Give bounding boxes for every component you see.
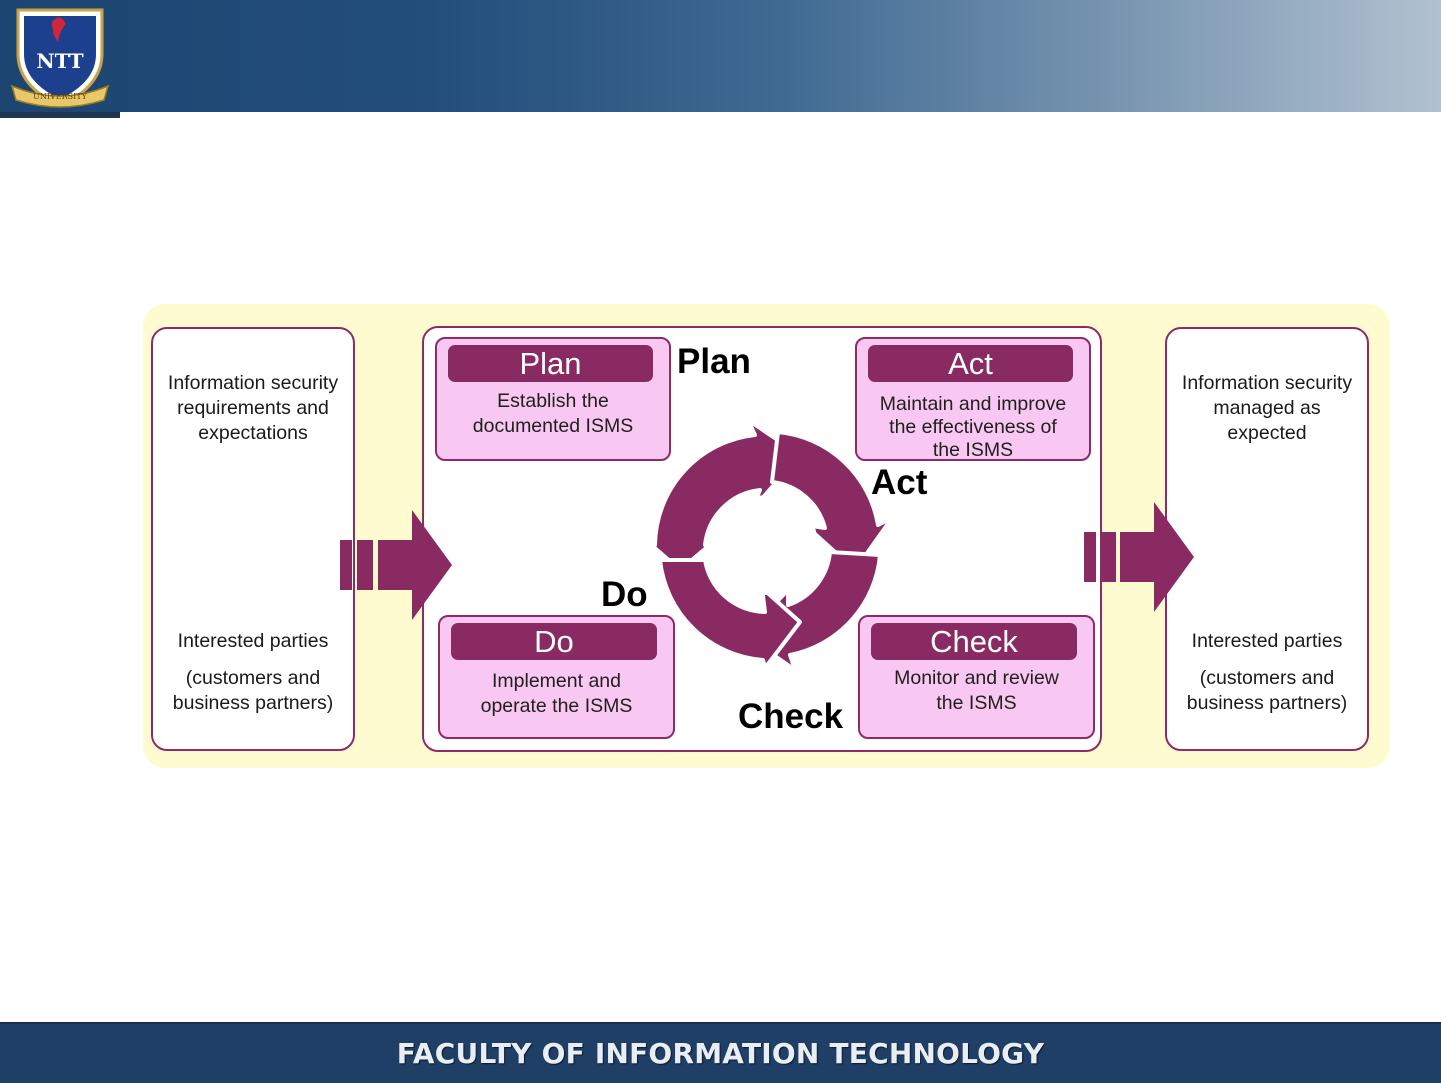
input-box: Information security requirements and ex… (151, 327, 355, 751)
logo-underline (0, 112, 120, 118)
do-card-title: Do (451, 623, 657, 660)
cycle-label-act: Act (871, 463, 928, 502)
faculty-title: FACULTY OF INFORMATION TECHNOLOGY (396, 1037, 1045, 1070)
cycle-label-check: Check (738, 697, 844, 736)
plan-card-description: Establish the documented ISMS (472, 390, 634, 437)
footer-bar: FACULTY OF INFORMATION TECHNOLOGY (0, 1022, 1441, 1083)
check-card-description: Monitor and review the ISMS (894, 667, 1059, 714)
cycle-label-do: Do (601, 575, 648, 614)
output-managed-text: Information security managed as expected (1181, 372, 1353, 444)
cycle-label-plan: Plan (677, 342, 751, 381)
output-flow-arrow (1084, 502, 1194, 612)
input-requirements-text: Information security requirements and ex… (167, 372, 339, 444)
input-parties-text: Interested parties (177, 630, 329, 652)
output-box: Information security managed as expected… (1165, 327, 1369, 751)
logo-monogram: NTT (36, 49, 83, 73)
plan-card: Plan Establish the documented ISMS (435, 337, 671, 461)
input-flow-arrow (340, 510, 452, 620)
do-card: Do Implement and operate the ISMS (438, 615, 675, 739)
act-card-description: Maintain and improve the effectiveness o… (879, 393, 1067, 461)
pdca-cycle-icon (638, 418, 894, 672)
check-card: Check Monitor and review the ISMS (858, 615, 1095, 739)
university-crest-icon: NTT UNIVERSITY (8, 2, 112, 114)
logo-ribbon-text: UNIVERSITY (33, 92, 88, 101)
check-card-title: Check (871, 623, 1077, 660)
act-card: Act Maintain and improve the effectivene… (855, 337, 1091, 461)
plan-card-title: Plan (448, 345, 653, 382)
output-customers-text: (customers and business partners) (1186, 667, 1348, 714)
cycle-center (718, 495, 818, 595)
output-parties-text: Interested parties (1191, 630, 1343, 652)
do-card-description: Implement and operate the ISMS (480, 670, 633, 717)
act-card-title: Act (868, 345, 1073, 382)
header-bar (0, 0, 1441, 112)
input-customers-text: (customers and business partners) (172, 667, 334, 714)
